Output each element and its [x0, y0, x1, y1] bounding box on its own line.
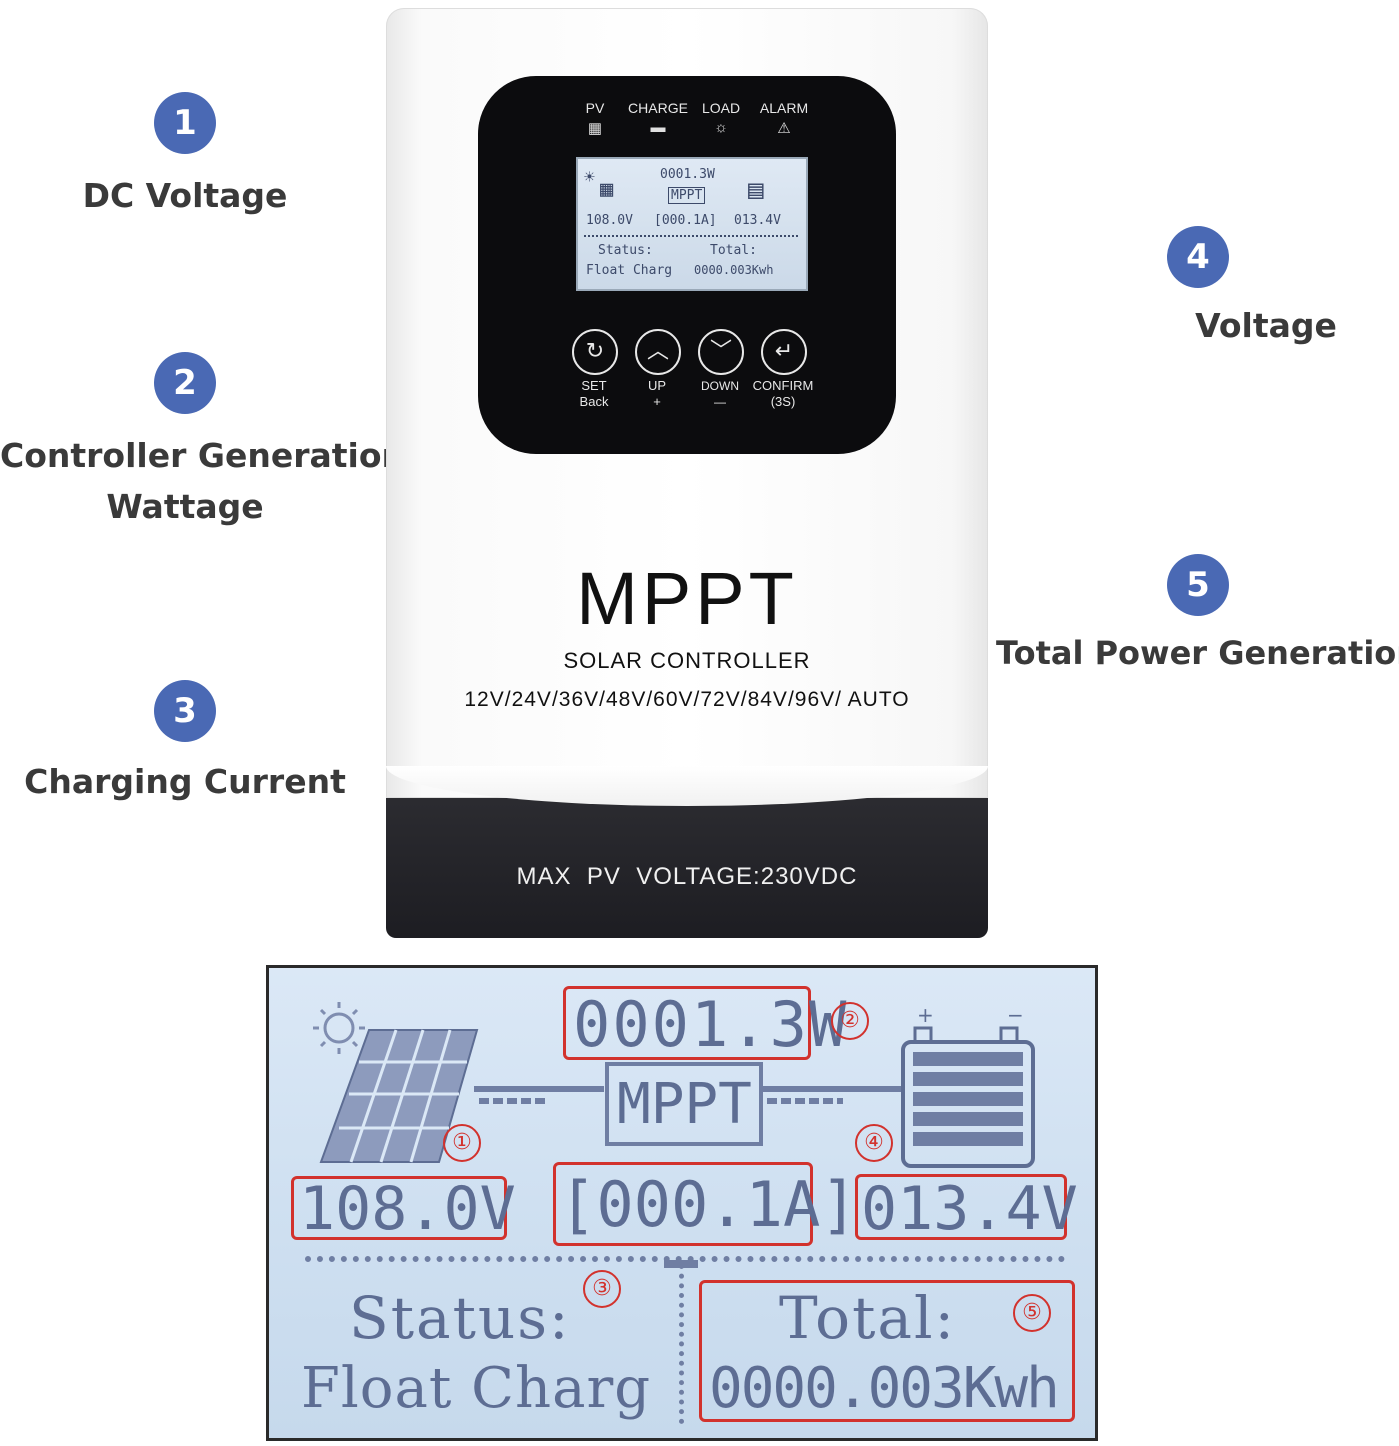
- mini-total-label: Total:: [710, 243, 757, 258]
- brand-subtitle: SOLAR CONTROLLER: [563, 648, 811, 673]
- indicator-charge: CHARGE ▬: [623, 100, 693, 136]
- indicator-load: LOAD ☼: [686, 100, 756, 136]
- mini-mppt: MPPT: [668, 187, 706, 204]
- lcd-mppt-box: MPPT: [605, 1062, 763, 1146]
- callout-label-wattage: Wattage: [106, 487, 264, 526]
- mini-status-value: Float Charg: [586, 263, 673, 278]
- lcd-vertical-divider: [679, 1264, 684, 1424]
- sun-icon: ☀: [584, 167, 595, 188]
- lcd-battery-voltage: 013.4V: [861, 1174, 1078, 1244]
- mini-divider: [584, 235, 798, 237]
- enter-icon: ↵: [774, 338, 794, 363]
- callout-badge-5: 5: [1167, 554, 1229, 616]
- mini-pv-voltage: 108.0V: [586, 213, 633, 228]
- marker-5: ⑤: [1013, 1294, 1051, 1332]
- bulb-icon: ☼: [714, 119, 728, 136]
- pv-link-line: [474, 1086, 604, 1092]
- warning-icon: ⚠: [777, 120, 791, 137]
- lcd-current: [000.1A]: [559, 1168, 858, 1241]
- lcd-divider-tee: [664, 1260, 698, 1268]
- lcd-status-value: Float Charg: [301, 1356, 652, 1421]
- lcd-total-label: Total:: [779, 1284, 957, 1352]
- pv-voltage-highlight: [291, 1176, 507, 1240]
- lcd-power: 0001.3W: [573, 988, 849, 1061]
- lcd-pv-voltage: 108.0V: [299, 1174, 516, 1244]
- mini-status-label: Status:: [598, 243, 653, 258]
- chevron-up-icon: ︿: [646, 338, 669, 363]
- battery-link-line: [759, 1086, 904, 1092]
- down-button-label: DOWN—: [701, 379, 739, 409]
- callout-label-dc-voltage: DC Voltage: [82, 176, 288, 215]
- mini-battery-icon: ▤: [748, 175, 764, 205]
- solar-panel-icon: [313, 1002, 479, 1163]
- chevron-down-icon: ﹀: [709, 338, 732, 363]
- callout-label-voltage: Voltage: [1195, 306, 1337, 345]
- lcd-closeup: MPPT + − 0001.3W ② ① 108.0V [000.1A] ④ 0…: [266, 965, 1098, 1441]
- callout-badge-3: 3: [154, 680, 216, 742]
- callout-badge-4: 4: [1167, 226, 1229, 288]
- confirm-button[interactable]: ↵: [761, 329, 807, 375]
- voltage-range: 12V/24V/36V/48V/60V/72V/84V/96V/ AUTO: [464, 688, 910, 711]
- set-back-button[interactable]: ↻: [572, 329, 618, 375]
- battery-link-dash: [767, 1098, 843, 1104]
- mini-battery-voltage: 013.4V: [734, 213, 781, 228]
- callout-label-controller-generation: Controller Generation: [0, 436, 406, 475]
- mini-power: 0001.3W: [660, 167, 715, 182]
- brand-mppt: MPPT: [576, 557, 798, 640]
- mini-current: [000.1A]: [654, 213, 717, 228]
- cycle-icon: ↻: [585, 338, 605, 363]
- up-button[interactable]: ︿: [635, 329, 681, 375]
- down-button[interactable]: ﹀: [698, 329, 744, 375]
- front-panel: PV ▦ CHARGE ▬ LOAD ☼ ALARM ⚠ ☀ ▦ 0001.3W…: [478, 76, 896, 454]
- confirm-button-label: CONFIRM(3S): [752, 378, 814, 409]
- lcd-mppt-label: MPPT: [617, 1072, 752, 1137]
- grid-icon: ▦: [587, 120, 603, 137]
- lcd-status-label: Status:: [349, 1284, 571, 1352]
- marker-1: ①: [443, 1124, 481, 1162]
- indicator-alarm: ALARM ⚠: [749, 100, 819, 137]
- solar-panel-icon: ▦: [600, 177, 614, 202]
- mini-total-value: 0000.003Kwh: [694, 263, 774, 277]
- battery-icon: ▬: [650, 119, 666, 136]
- marker-4: ④: [855, 1124, 893, 1162]
- svg-text:−: −: [1007, 1004, 1024, 1027]
- callout-badge-2: 2: [154, 352, 216, 414]
- power-highlight: [563, 986, 811, 1060]
- callout-badge-1: 1: [154, 92, 216, 154]
- battery-icon: + −: [901, 1004, 1035, 1168]
- svg-text:+: +: [917, 1004, 934, 1027]
- marker-3: ③: [583, 1270, 621, 1308]
- callout-label-charging-current: Charging Current: [24, 762, 346, 801]
- callout-label-total-power: Total Power Generation: [996, 634, 1399, 672]
- lcd-total-value: 0000.003Kwh: [709, 1356, 1060, 1421]
- max-pv-voltage: MAX PV VOLTAGE:230VDC: [516, 863, 858, 890]
- indicator-pv: PV ▦: [560, 100, 630, 137]
- current-highlight: [553, 1162, 813, 1246]
- pv-link-dash: [479, 1098, 549, 1104]
- mppt-controller-device: PV ▦ CHARGE ▬ LOAD ☼ ALARM ⚠ ☀ ▦ 0001.3W…: [386, 8, 988, 938]
- lcd-horizontal-divider: [305, 1256, 1065, 1262]
- up-button-label: UP+: [647, 378, 667, 409]
- battery-voltage-highlight: [855, 1174, 1067, 1240]
- marker-2: ②: [831, 1002, 869, 1040]
- total-highlight: [699, 1280, 1075, 1422]
- mini-lcd-screen: ☀ ▦ 0001.3W MPPT ▤ 108.0V [000.1A] 013.4…: [576, 157, 808, 291]
